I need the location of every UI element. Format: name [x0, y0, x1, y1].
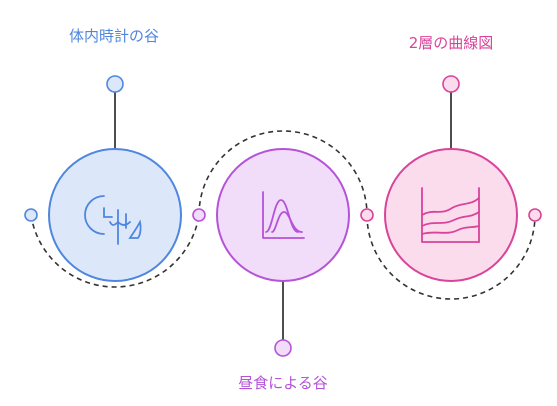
stage-3-top-dot — [442, 75, 460, 93]
bell-curve-chart-icon — [262, 191, 305, 239]
stage-3-left-dot — [360, 208, 374, 222]
layered-area-chart-icon — [421, 187, 480, 243]
stage-1-label: 体内時計の谷 — [68, 27, 160, 45]
clock-leaf-icon — [84, 195, 142, 245]
vertical-connectors — [114, 92, 452, 340]
dashed-connector-path — [30, 130, 536, 300]
stage-1-top-dot — [106, 75, 124, 93]
stage-1-circle — [48, 148, 182, 282]
stage-3 — [360, 75, 542, 282]
stage-1 — [24, 75, 182, 282]
stage-2-circle — [216, 148, 350, 282]
stage-3-right-dot — [528, 208, 542, 222]
dashed-arc-right — [366, 214, 536, 300]
dashed-arc-middle — [198, 130, 368, 216]
stage-2-label: 昼食による谷 — [238, 374, 328, 392]
stage-2-left-dot — [192, 208, 206, 222]
stage-2 — [192, 148, 350, 357]
stage-3-label: 2層の曲線図 — [408, 34, 494, 52]
dashed-arc-left — [30, 214, 200, 288]
stage-2-bottom-dot — [274, 339, 292, 357]
stage-1-side-dot — [24, 208, 38, 222]
stage-3-circle — [384, 148, 518, 282]
